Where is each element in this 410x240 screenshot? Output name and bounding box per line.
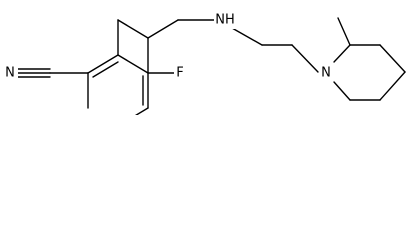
propyl-bond-2 — [291, 44, 319, 73]
fluorine-label-bg — [174, 65, 186, 81]
chemical-structure-diagram: N F NH N — [4, 11, 406, 115]
benzene-bond-4 — [134, 107, 149, 115]
methyl-bond — [337, 17, 351, 46]
amine-nh-label-bg — [214, 11, 238, 29]
benzene-bond-1 — [87, 54, 119, 74]
benzene-upper-link — [117, 19, 149, 39]
benzene-double-bond-inner-1 — [92, 61, 119, 78]
ring-to-methylene-bond — [147, 19, 179, 39]
amine-nh-label: NH — [215, 13, 235, 28]
piperidine-bond-6 — [333, 81, 351, 101]
piperidine-nitrogen-label: N — [321, 66, 331, 81]
piperidine-bond-4 — [379, 71, 406, 101]
piperidine-bond-1 — [333, 44, 351, 63]
nitrile-n-label-bg — [4, 65, 18, 81]
fluorine-label: F — [176, 66, 183, 81]
benzene-bond-2 — [117, 54, 149, 74]
piperidine-bond-3 — [379, 44, 406, 73]
piperidine-n-label-bg — [319, 64, 333, 82]
nitrile-nitrogen-label: N — [5, 66, 15, 81]
nh-chain-bond-1 — [231, 27, 263, 46]
